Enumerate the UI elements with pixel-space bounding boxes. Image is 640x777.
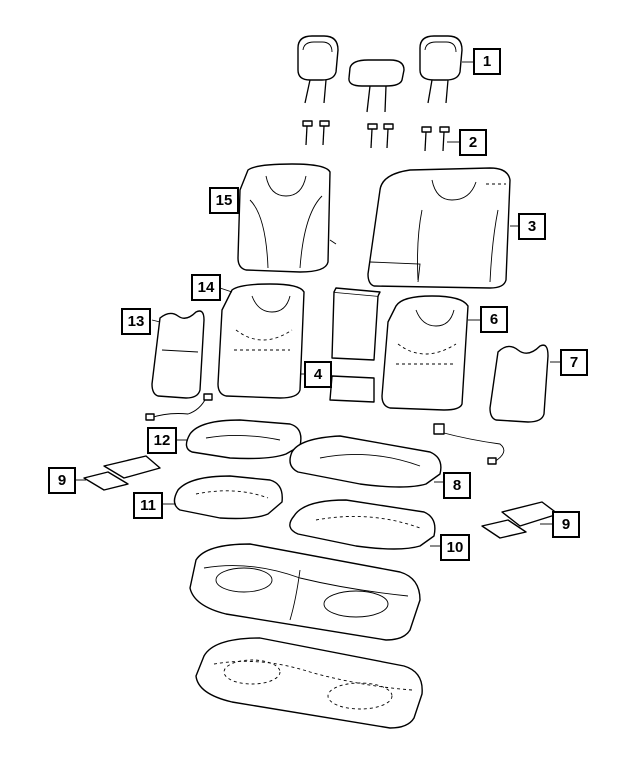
- cushion-cover-left-upper: [185, 419, 302, 460]
- callout-1[interactable]: 1: [473, 48, 501, 75]
- headrest-guides: [302, 120, 450, 152]
- bench-cushion-cover: [189, 543, 421, 641]
- callout-8[interactable]: 8: [443, 472, 471, 499]
- seatback-pad-right: [381, 295, 469, 411]
- cushion-pad-right: [289, 499, 436, 550]
- callout-13[interactable]: 13: [121, 308, 151, 335]
- heater-mat-left: [83, 455, 161, 491]
- callout-12[interactable]: 12: [147, 427, 177, 454]
- headrest-right: [419, 35, 463, 104]
- callout-10[interactable]: 10: [440, 534, 470, 561]
- side-bolster-right: [489, 344, 549, 423]
- center-armrest-block: [329, 287, 381, 403]
- seatback-cover-right: [367, 167, 511, 289]
- wire-harness-left: [145, 393, 213, 421]
- callout-15[interactable]: 15: [209, 187, 239, 214]
- side-bolster-left: [151, 310, 205, 399]
- cushion-cover-right-upper: [289, 435, 442, 488]
- headrest-left: [297, 35, 339, 104]
- callout-4[interactable]: 4: [304, 361, 332, 388]
- callout-7[interactable]: 7: [560, 349, 588, 376]
- callout-6[interactable]: 6: [480, 306, 508, 333]
- wire-harness-right: [433, 423, 505, 465]
- heater-mat-right: [481, 501, 559, 539]
- headrest-center: [348, 59, 405, 113]
- seatback-cover-left: [237, 163, 337, 273]
- bench-cushion-foam: [195, 637, 423, 729]
- callout-9-left[interactable]: 9: [48, 467, 76, 494]
- callout-9-right[interactable]: 9: [552, 511, 580, 538]
- seatback-pad-left: [217, 283, 305, 399]
- callout-3[interactable]: 3: [518, 213, 546, 240]
- callout-14[interactable]: 14: [191, 274, 221, 301]
- cushion-pad-left: [173, 475, 283, 520]
- callout-2[interactable]: 2: [459, 129, 487, 156]
- callout-11[interactable]: 11: [133, 492, 163, 519]
